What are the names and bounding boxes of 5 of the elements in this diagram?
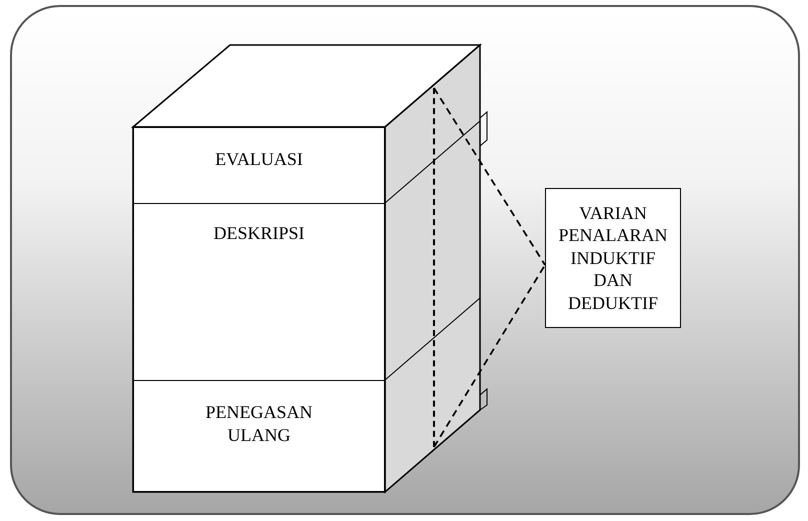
callout-box: VARIAN PENALARAN INDUKTIF DAN DEDUKTIF: [545, 188, 681, 328]
layer-box: DESKRIPSI: [133, 203, 385, 381]
layer-box: PENEGASAN ULANG: [133, 380, 385, 492]
callout-line: [433, 87, 546, 448]
layer-box: EVALUASI: [133, 127, 385, 204]
